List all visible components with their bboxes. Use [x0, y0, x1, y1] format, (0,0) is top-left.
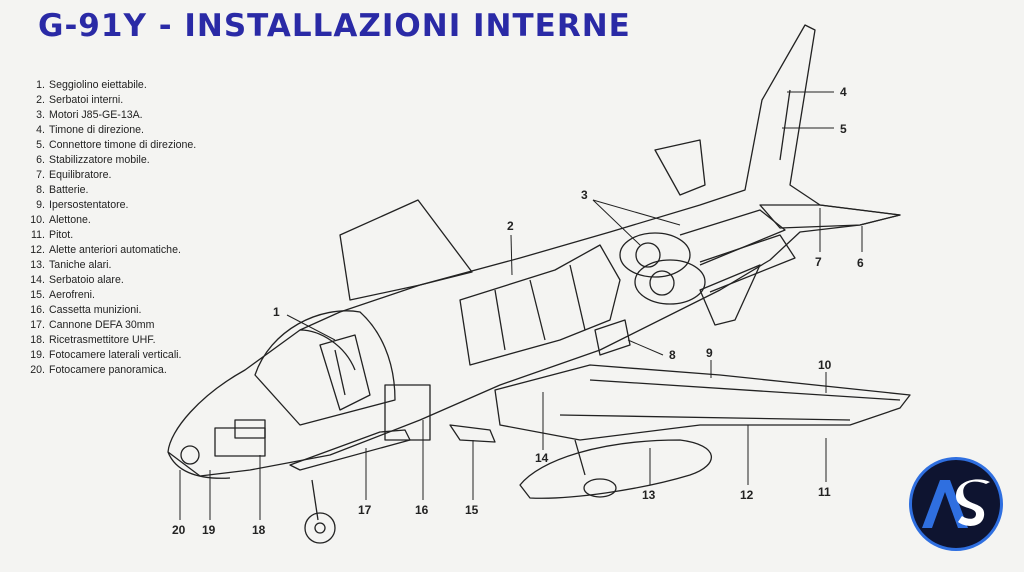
- callout-20: 20: [172, 523, 186, 537]
- aircraft-outline: [167, 24, 911, 544]
- legend-item: 10.Alettone.: [30, 214, 91, 226]
- legend-item: 5.Connettore timone di direzione.: [36, 139, 197, 151]
- legend-item: 1.Seggiolino eiettabile.: [36, 79, 147, 91]
- callout-3: 3: [581, 188, 588, 202]
- callout-18: 18: [252, 523, 266, 537]
- legend-item: 18.Ricetrasmettitore UHF.: [30, 334, 156, 346]
- legend-item: 7.Equilibratore.: [36, 169, 112, 181]
- callout-1: 1: [273, 305, 280, 319]
- legend-item: 9.Ipersostentatore.: [36, 199, 129, 211]
- legend-item: 11.Pitot.: [31, 229, 74, 241]
- callout-12: 12: [740, 488, 754, 502]
- legend-item: 16.Cassetta munizioni.: [30, 304, 142, 316]
- callout-numbers: 1 2 3 4 5 6 7 8 9 10 11 12 13 14 15 16 1…: [172, 85, 864, 537]
- callout-leaders: [179, 91, 863, 520]
- legend-item: 6.Stabilizzatore mobile.: [36, 154, 150, 166]
- legend-item: 15.Aerofreni.: [30, 289, 95, 301]
- legend-item: 12.Alette anteriori automatiche.: [30, 244, 181, 256]
- legend-item: 17.Cannone DEFA 30mm: [30, 319, 155, 331]
- callout-17: 17: [358, 503, 372, 517]
- legend-item: 8.Batterie.: [36, 184, 89, 196]
- logo-icon: [922, 479, 990, 528]
- callout-5: 5: [840, 122, 847, 136]
- legend-item: 2.Serbatoi interni.: [36, 94, 124, 106]
- callout-19: 19: [202, 523, 216, 537]
- page-title: G-91Y - INSTALLAZIONI INTERNE: [38, 8, 631, 44]
- callout-10: 10: [818, 358, 832, 372]
- callout-9: 9: [706, 346, 713, 360]
- legend-item: 20.Fotocamere panoramica.: [30, 364, 167, 376]
- callout-7: 7: [815, 255, 822, 269]
- legend-item: 13.Taniche alari.: [30, 259, 112, 271]
- callout-14: 14: [535, 451, 549, 465]
- callout-8: 8: [669, 348, 676, 362]
- callout-15: 15: [465, 503, 479, 517]
- callout-16: 16: [415, 503, 429, 517]
- legend-item: 19.Fotocamere laterali verticali.: [30, 349, 182, 361]
- callout-4: 4: [840, 85, 847, 99]
- callout-2: 2: [507, 219, 514, 233]
- callout-6: 6: [857, 256, 864, 270]
- legend-list: 1.Seggiolino eiettabile. 2.Serbatoi inte…: [28, 78, 218, 378]
- brand-logo: [909, 457, 1003, 551]
- legend-item: 3.Motori J85-GE-13A.: [36, 109, 143, 121]
- callout-13: 13: [642, 488, 656, 502]
- legend-item: 14.Serbatoio alare.: [30, 274, 124, 286]
- legend-item: 4.Timone di direzione.: [36, 124, 144, 136]
- callout-11: 11: [818, 485, 831, 499]
